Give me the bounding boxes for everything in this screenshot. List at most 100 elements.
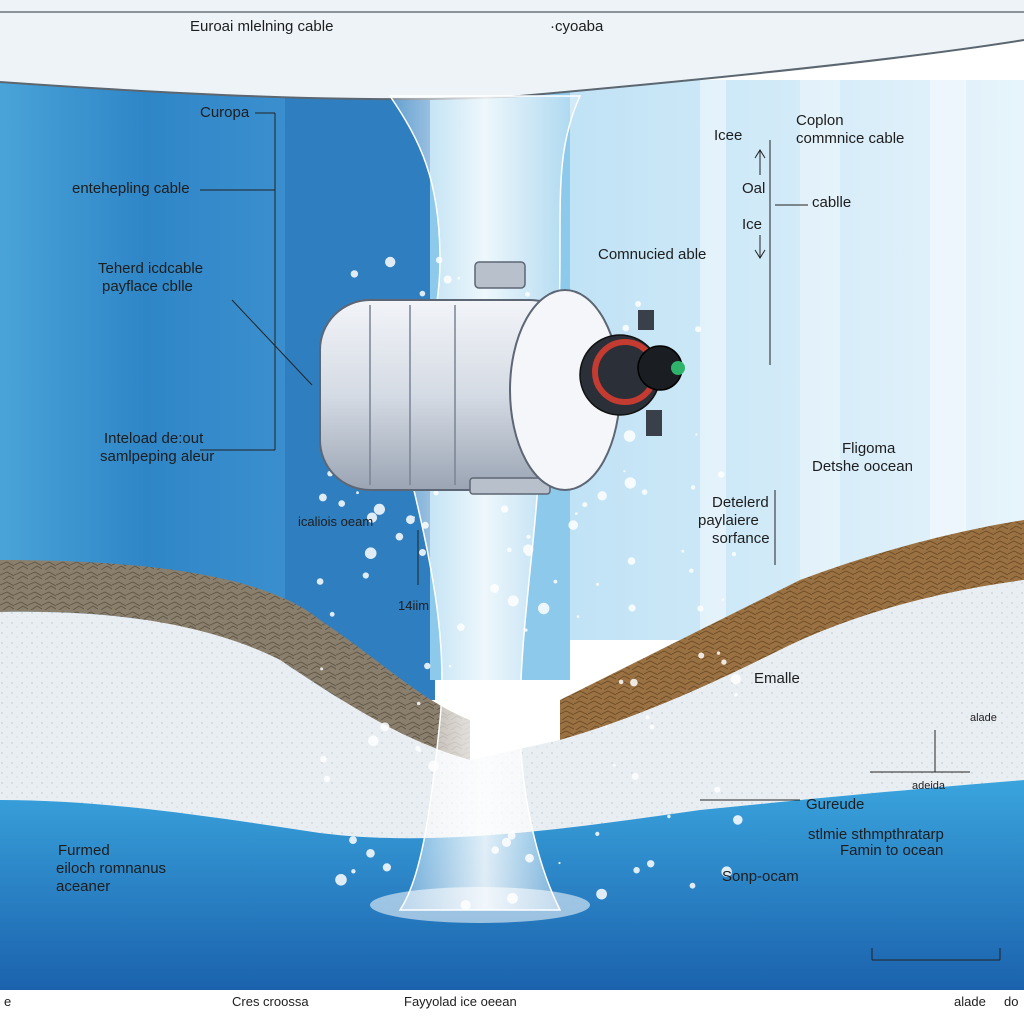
label-ticks-a: alade (970, 712, 997, 724)
bubble (718, 471, 725, 478)
bubble (623, 430, 636, 442)
deep-water-left (0, 80, 290, 620)
bubble (635, 301, 641, 307)
bubble (695, 326, 702, 333)
depth-arrow (754, 149, 766, 175)
bubble (628, 604, 636, 612)
bubble (695, 433, 698, 436)
bubble (433, 490, 439, 496)
guide-lines (200, 112, 1001, 961)
bubble (320, 755, 327, 763)
bubble (623, 470, 626, 473)
label-tehered-1: Teherd icdcable (98, 260, 204, 277)
bubble (457, 623, 465, 631)
label-ice: Ice (742, 216, 763, 233)
bubble (721, 598, 725, 601)
bubble (349, 836, 357, 844)
ice-surface (0, 0, 1024, 100)
bubble (457, 276, 461, 280)
bubble (491, 846, 500, 854)
label-detelerd-2: paylaiere (698, 512, 759, 529)
label-detelerd-3: sorfance (712, 530, 770, 547)
bubble (553, 579, 558, 584)
probe-top-hatch (474, 261, 526, 289)
bubble (550, 687, 557, 694)
label-fligoma-1: Fligoma (842, 440, 896, 457)
bubble (645, 715, 650, 720)
bubble (490, 583, 500, 593)
bubble (574, 512, 578, 515)
bubble (525, 853, 534, 863)
label-emalle: Emalle (754, 670, 800, 687)
rock-layer-right (560, 520, 1024, 740)
bubble (406, 515, 415, 525)
bubble (730, 674, 741, 685)
bubble (734, 693, 738, 697)
bubble (582, 502, 588, 508)
bubble (716, 651, 721, 655)
label-icee: Icee (714, 127, 743, 144)
bubble (568, 520, 578, 530)
label-tehered-2: payflace cblle (102, 278, 193, 295)
footer-b: Cres croossa (232, 994, 309, 1009)
label-detelerd-1: Detelerd (712, 494, 769, 511)
bubble (689, 882, 696, 889)
probe (319, 261, 685, 495)
bubble (558, 861, 561, 865)
bubble (698, 652, 705, 659)
bubble (380, 722, 390, 732)
bubble (419, 549, 426, 556)
bubble (507, 831, 516, 840)
bubble (448, 664, 452, 668)
bubble (721, 659, 727, 665)
bubble (576, 615, 580, 618)
label-furmed-2: eiloch romnanus (56, 860, 167, 877)
bubble (667, 814, 671, 819)
bubble (596, 582, 600, 586)
label-coplon-1: Coplon (796, 112, 844, 129)
bubble (526, 534, 531, 539)
bubble (364, 547, 377, 559)
bubble (595, 831, 600, 837)
label-oal: Oal (742, 180, 766, 197)
bubble (507, 595, 519, 607)
bubble (690, 485, 696, 490)
bubble (412, 516, 415, 519)
label-comnucied: Comnucied able (598, 246, 707, 263)
bubble (335, 874, 347, 886)
sensor-bracket (638, 310, 654, 330)
label-top-right: ·cyoaba (550, 18, 604, 35)
sensor-light (671, 361, 685, 375)
bubble (421, 521, 429, 529)
bubble (507, 547, 512, 553)
footer-d: alade (954, 994, 986, 1009)
bubble (605, 725, 608, 728)
bubble (525, 291, 530, 297)
bubble (630, 678, 638, 687)
bubble (731, 551, 737, 557)
bubble (622, 324, 630, 332)
sensor-bracket (646, 410, 662, 436)
bubble (647, 860, 655, 868)
bubble (356, 491, 359, 495)
label-furmed-3: aceaner (56, 878, 111, 895)
bubble (631, 772, 639, 780)
bubble (689, 568, 694, 573)
bubble (641, 489, 648, 495)
label-cablle: cablle (812, 194, 852, 211)
bubble (366, 849, 375, 858)
bubble (350, 270, 359, 278)
label-furmed-1: Furmed (58, 842, 110, 859)
ice-streak (800, 80, 840, 640)
bubble (618, 642, 630, 655)
ice-streak (700, 80, 726, 640)
plume-splash (370, 887, 590, 923)
bubble (627, 557, 636, 565)
bubble (649, 724, 655, 730)
bubble (351, 869, 356, 874)
bubble (319, 493, 327, 502)
footer-a: e (4, 994, 12, 1009)
label-coplon-2: commnice cable (796, 130, 905, 147)
bubble (419, 290, 426, 297)
